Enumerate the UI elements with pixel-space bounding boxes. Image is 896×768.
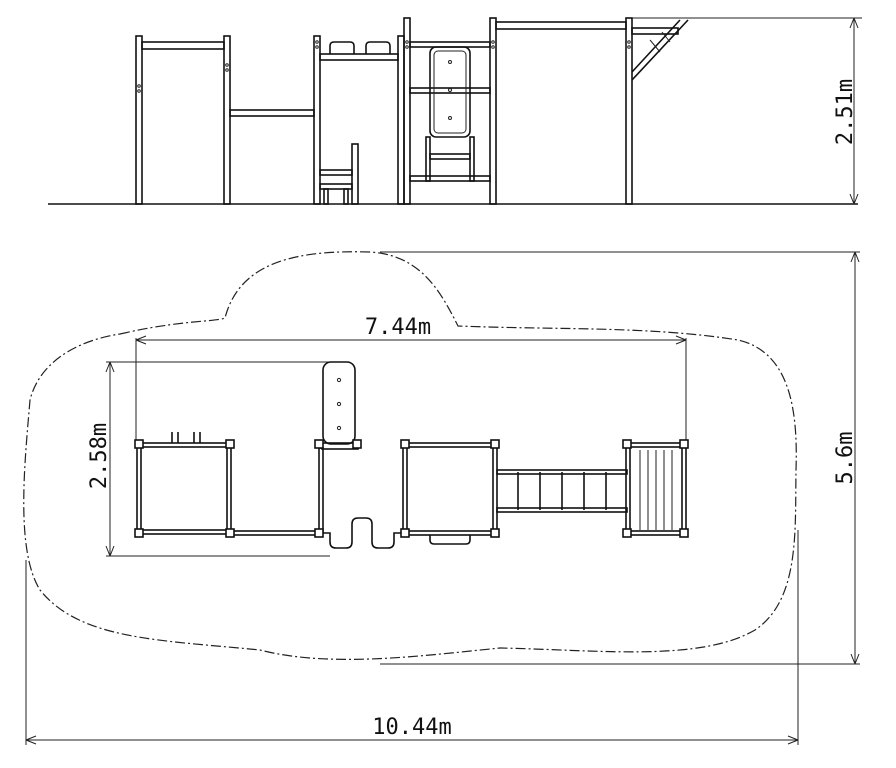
depth-dimension-label: 5.6m (833, 432, 858, 485)
height-dimension-label: 2.51m (833, 79, 858, 145)
plan-view: 5.6m 10.44m 7.44m 2.58m (23, 251, 860, 745)
structure-width-label: 7.44m (365, 315, 431, 340)
elevation-view: 2.51m (48, 17, 862, 205)
width-dimension-label: 10.44m (372, 715, 451, 740)
structure-depth-label: 2.58m (87, 423, 112, 489)
safety-zone-outline (23, 251, 797, 660)
